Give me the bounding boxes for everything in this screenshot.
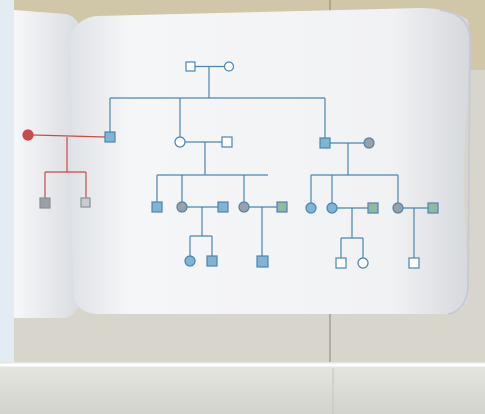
paper-curl-shadow	[439, 9, 472, 315]
gen2-husband-square	[221, 136, 233, 148]
gen3-mid-square-1	[151, 201, 163, 213]
bottom-strip	[0, 362, 485, 414]
pedigree-chart	[22, 61, 439, 269]
gen1-mother-circle	[223, 61, 235, 72]
gen3-mid-spouse-square-2	[276, 201, 288, 213]
gen3-right-spouse-square-2	[427, 202, 439, 214]
gen3-right-spouse-square-1	[367, 202, 379, 214]
gen2-mother-circle	[174, 136, 186, 148]
gen3-right-circle-2	[326, 202, 338, 214]
gen3-mid-circle-1	[176, 201, 188, 213]
gen2-son-right-square	[319, 137, 331, 149]
gen3-left-square-2	[80, 197, 91, 208]
gen4-right-circle-1	[357, 257, 369, 269]
gen4-right-square-2	[408, 257, 420, 269]
gen1-father-square	[185, 61, 196, 72]
gen4-mid-circle	[184, 255, 196, 267]
gen4-right-square-1	[335, 257, 347, 269]
main-paper-sheet	[70, 8, 471, 314]
gen3-right-circle-1	[305, 202, 317, 214]
left-spouse-circle	[22, 129, 34, 141]
gen3-right-circle-3	[392, 202, 404, 214]
gen3-mid-circle-2	[238, 201, 250, 213]
gen3-mid-spouse-square-1	[217, 201, 229, 213]
gen4-mid-square-2	[256, 255, 269, 268]
gen2-son-left-square	[104, 131, 116, 143]
gen4-mid-square-1	[206, 255, 218, 267]
left-edge-blur	[0, 0, 14, 414]
gen3-left-square-1	[39, 197, 51, 209]
left-paper-sheet	[14, 10, 82, 318]
gen2-right-spouse-circle	[363, 137, 375, 149]
